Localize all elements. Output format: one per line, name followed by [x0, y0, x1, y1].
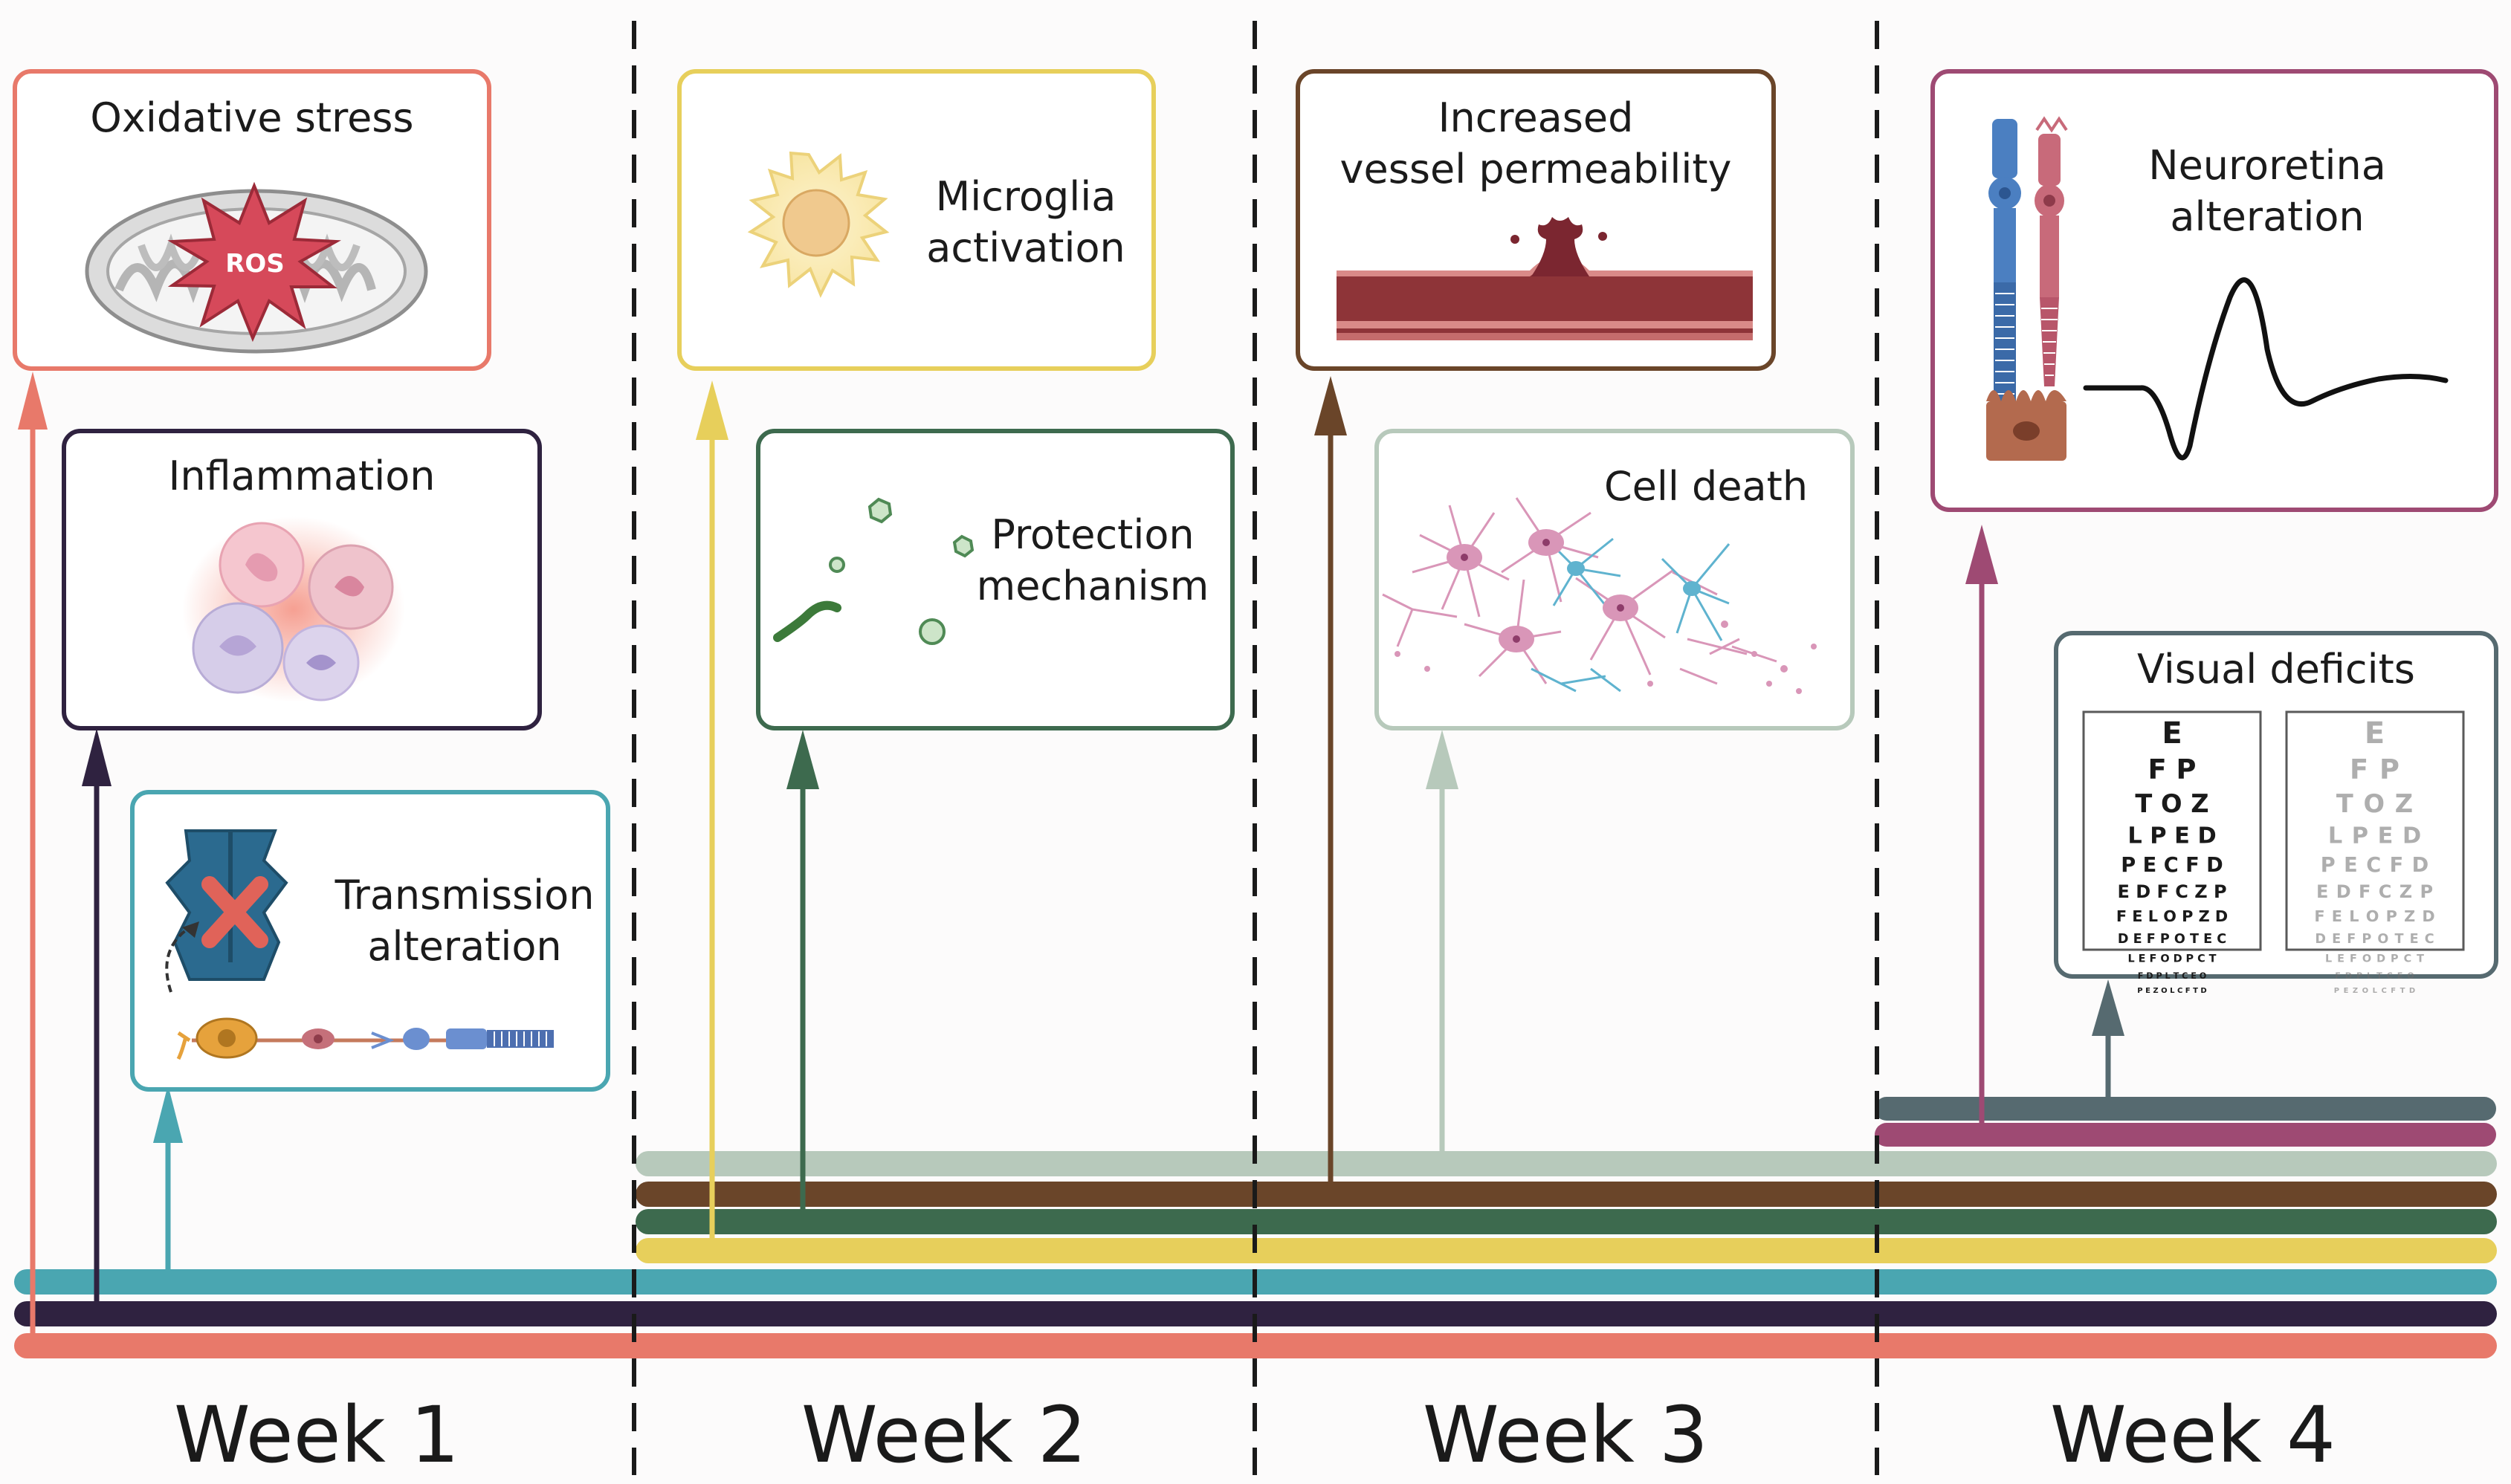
- eye-chart-blurred: [2285, 710, 2465, 951]
- eye-chart-row: T O Z: [2336, 789, 2414, 818]
- eye-chart-row: D E F P O T E C: [2315, 932, 2434, 947]
- eye-chart-row: P E C F D: [2321, 854, 2429, 877]
- blood-vessel-icon: [1337, 217, 1753, 340]
- label-permeability-line-2: vessel permeability: [1339, 146, 1732, 193]
- label-permeability: Increased vessel permeability: [1298, 92, 1774, 195]
- eye-chart-row: E: [2365, 716, 2385, 751]
- eye-chart-row: F E L O P Z D: [2116, 907, 2228, 925]
- microglia-cell-icon: [747, 151, 890, 298]
- arrow-protection: [786, 730, 819, 789]
- eye-chart-row: E: [2162, 716, 2182, 751]
- arrow-neuroretina: [1965, 525, 1998, 584]
- label-transmission-line-2: alteration: [367, 923, 562, 971]
- photoreceptor-icon: [1986, 116, 2068, 461]
- ion-channel-icon: [165, 829, 288, 993]
- ros-label: ROS: [225, 249, 285, 279]
- box-cell-death: [1374, 429, 1855, 730]
- week-label-3: Week 3: [1422, 1390, 1709, 1480]
- eye-chart-row: F P: [2148, 754, 2197, 785]
- label-neuroretina-line-1: Neuroretina: [2148, 142, 2386, 189]
- label-cell-death: Cell death: [1603, 463, 1809, 510]
- erg-waveform-icon: [2083, 277, 2449, 461]
- label-transmission: Transmission alteration: [327, 869, 602, 972]
- mitochondrion-icon: [85, 181, 428, 354]
- week-label-1: Week 1: [173, 1390, 460, 1480]
- eye-chart-rows-clear: EF P T O Z L P E D P E C F D E D F C Z P F E …: [2116, 716, 2228, 995]
- eye-chart-clear: [2082, 710, 2262, 951]
- ros-starburst-icon: [167, 181, 341, 343]
- eye-chart-row: E D F C Z P: [2316, 881, 2434, 902]
- arrows: [18, 372, 2124, 1338]
- arrow-visual-deficits: [2092, 979, 2124, 1036]
- label-protection: Protection mechanism: [966, 509, 1219, 612]
- eye-chart-row: E D F C Z P: [2117, 881, 2226, 902]
- eye-chart-row: F D P L T C E O: [2335, 971, 2415, 981]
- arrow-oxidative-stress: [18, 372, 48, 430]
- protection-particles-icon: [773, 497, 975, 645]
- eye-chart-row: P E Z O L C F T D: [2137, 987, 2206, 995]
- eye-chart-row: P E Z O L C F T D: [2334, 987, 2416, 995]
- immune-cells-icon: [182, 516, 405, 702]
- box-microglia: [677, 69, 1156, 371]
- week-dividers: [632, 21, 1879, 1475]
- label-oxidative-stress: Oxidative stress: [90, 94, 414, 141]
- eye-chart-row: D E F P O T E C: [2118, 932, 2226, 947]
- eye-chart-rows-blurred: EF P T O Z L P E D P E C F D E D F C Z P F E …: [2314, 716, 2435, 995]
- week-label-2: Week 2: [801, 1390, 1088, 1480]
- vessel-leak-icon: [1531, 217, 1589, 276]
- label-neuroretina: Neuroretina alteration: [2141, 140, 2394, 242]
- label-permeability-line-1: Increased: [1438, 94, 1634, 141]
- label-neuroretina-line-2: alteration: [2170, 193, 2365, 241]
- eye-chart-row: L P E D: [2127, 823, 2216, 849]
- arrow-transmission: [153, 1085, 183, 1143]
- eye-chart-row: T O Z: [2135, 789, 2208, 818]
- box-neuroretina: [1930, 69, 2498, 512]
- label-inflammation: Inflammation: [168, 453, 436, 499]
- label-microglia-line-1: Microglia: [935, 173, 1116, 220]
- eye-chart-row: L P E D: [2328, 823, 2422, 849]
- eye-chart-row: P E C F D: [2121, 854, 2223, 877]
- arrow-cell-death: [1426, 730, 1458, 789]
- eye-chart-row: L E F O D P C T: [2127, 953, 2216, 965]
- eye-chart-row: L E F O D P C T: [2325, 953, 2425, 965]
- label-visual-deficits: Visual deficits: [2137, 646, 2415, 693]
- label-protection-line-1: Protection: [991, 511, 1195, 558]
- eye-chart-row: F P: [2350, 754, 2400, 785]
- retinal-neuron-chain-icon: [176, 1017, 554, 1060]
- arrow-permeability: [1314, 376, 1347, 435]
- label-microglia: Microglia activation: [914, 171, 1137, 273]
- arrow-inflammation: [82, 728, 112, 786]
- eye-chart-row: F E L O P Z D: [2314, 907, 2435, 925]
- dying-neurons-icon: [1382, 497, 1817, 694]
- week-label-4: Week 4: [2049, 1390, 2336, 1480]
- arrow-microglia: [696, 380, 728, 440]
- cross-mark-icon: [201, 876, 268, 948]
- label-microglia-line-2: activation: [926, 224, 1125, 272]
- eye-chart-row: F D P L T C E O: [2138, 971, 2207, 981]
- label-transmission-line-1: Transmission: [335, 872, 595, 918]
- label-protection-line-2: mechanism: [976, 563, 1209, 610]
